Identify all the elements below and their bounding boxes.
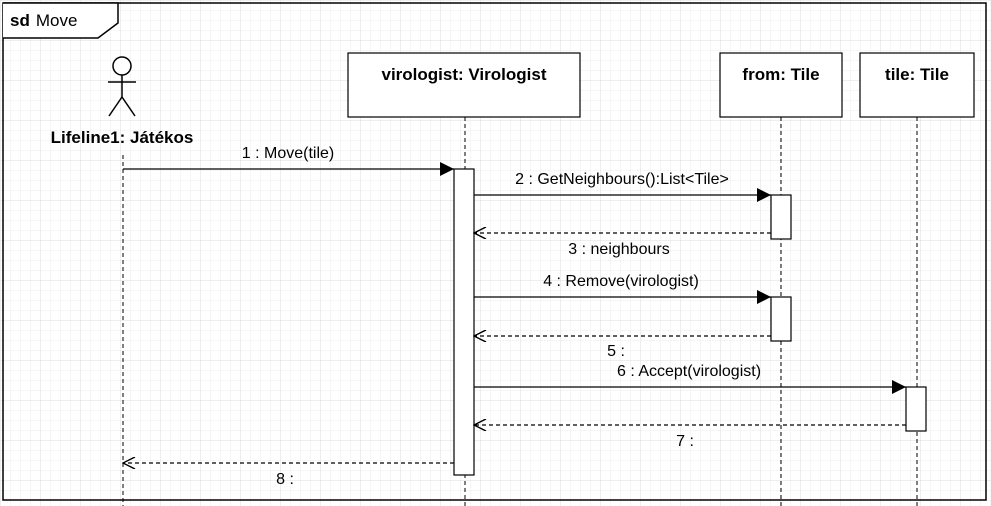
actor-lifeline1: Lifeline1: Játékos <box>51 56 194 506</box>
message-4: 4 : Remove(virologist) <box>474 273 771 304</box>
actor-label: Lifeline1: Játékos <box>51 128 194 147</box>
message-2: 2 : GetNeighbours():List<Tile> <box>474 171 771 202</box>
message-1-label: 1 : Move(tile) <box>242 145 334 162</box>
activation-from-1 <box>770 194 792 240</box>
lifeline-virologist-label: virologist: Virologist <box>382 65 547 84</box>
lifeline-tile-label: tile: Tile <box>885 65 949 84</box>
message-7: 7 : <box>474 425 906 450</box>
activation-tile <box>905 386 927 432</box>
frame-name: Move <box>36 11 78 30</box>
frame-label-tab <box>3 2 119 39</box>
message-5-label: 5 : <box>607 343 625 360</box>
message-6-label: 6 : Accept(virologist) <box>617 363 761 380</box>
message-3-label: 3 : neighbours <box>568 241 669 258</box>
lifeline-virologist-head <box>347 52 581 118</box>
lifeline-tile-head <box>859 52 975 118</box>
lifeline-from-label: from: Tile <box>742 65 819 84</box>
activation-from-2 <box>770 296 792 342</box>
activation-virologist <box>453 168 475 476</box>
lifeline-virologist: virologist: Virologist <box>347 52 581 506</box>
message-8: 8 : <box>123 463 454 488</box>
message-3: 3 : neighbours <box>474 233 771 258</box>
frame-title: sd Move <box>10 11 77 30</box>
message-2-label: 2 : GetNeighbours():List<Tile> <box>515 171 729 188</box>
lifeline-from: from: Tile <box>719 52 843 506</box>
message-1: 1 : Move(tile) <box>123 145 454 176</box>
message-6: 6 : Accept(virologist) <box>474 363 906 394</box>
message-4-label: 4 : Remove(virologist) <box>543 273 699 290</box>
actor-figure-icon <box>108 56 136 117</box>
message-8-label: 8 : <box>276 471 294 488</box>
message-7-label: 7 : <box>676 433 694 450</box>
message-5: 5 : <box>474 336 771 360</box>
lifeline-tile: tile: Tile <box>859 52 975 506</box>
frame-keyword: sd <box>10 11 30 30</box>
lifeline-from-head <box>719 52 843 118</box>
